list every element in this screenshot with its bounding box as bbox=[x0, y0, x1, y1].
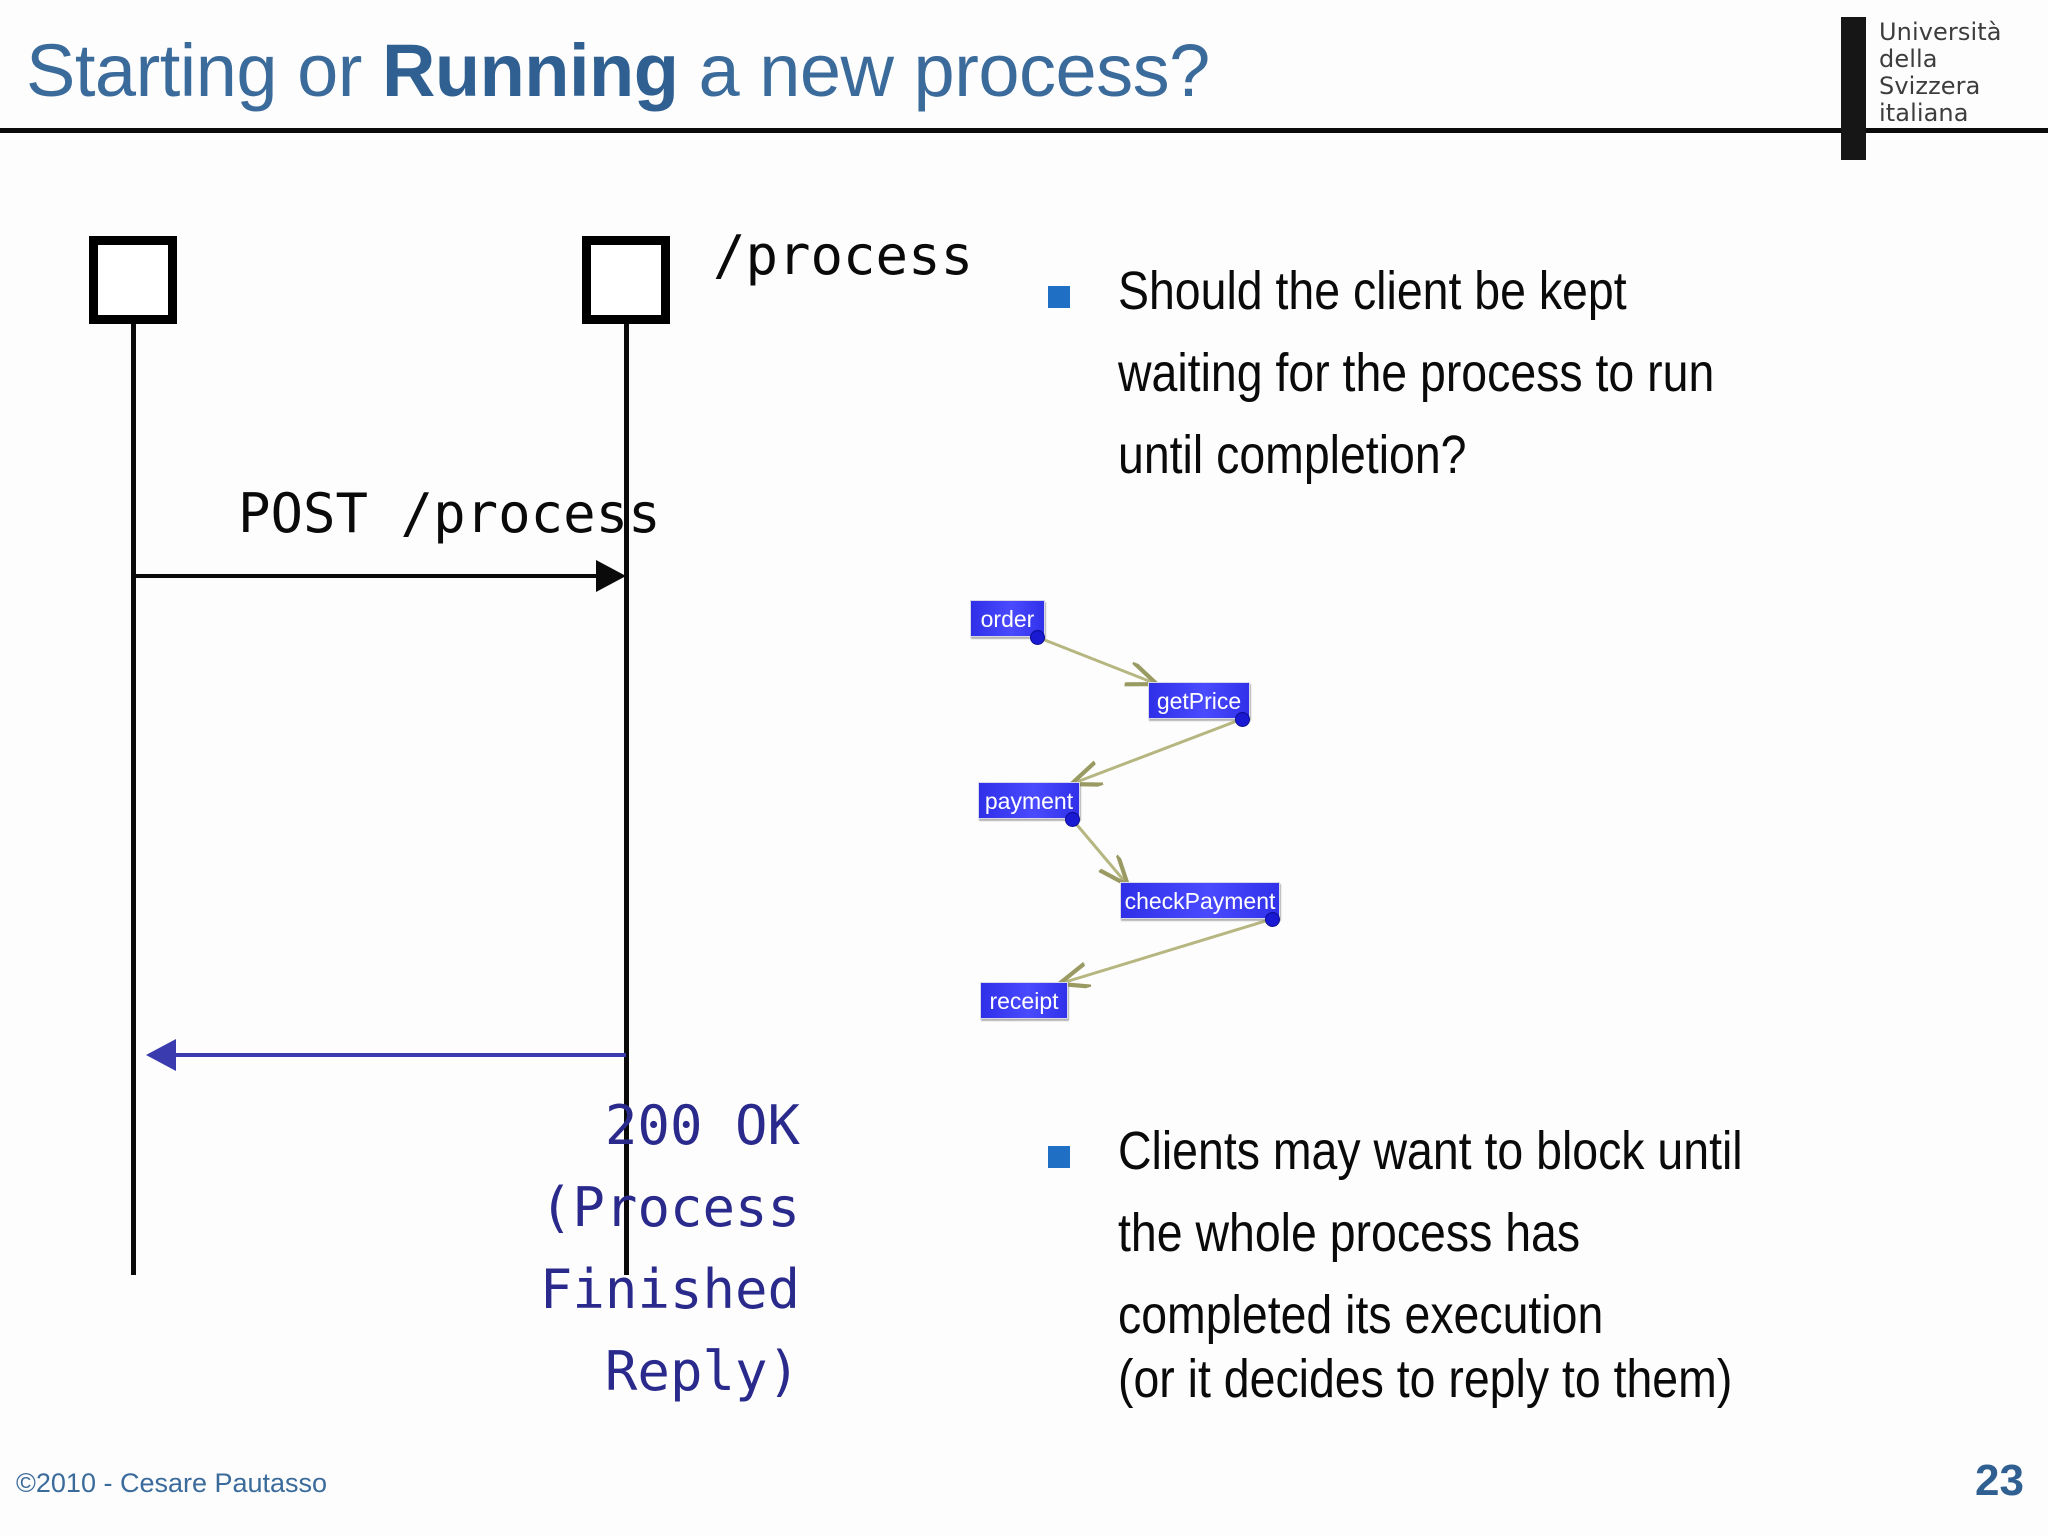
flow-edge-dot-order bbox=[1030, 630, 1045, 645]
logo-line-4: italiana bbox=[1879, 99, 1969, 127]
resource-label: /process bbox=[713, 224, 974, 287]
square-bullet-icon bbox=[1048, 1146, 1070, 1168]
request-label: POST /process bbox=[238, 482, 661, 545]
response-label: 200 OK (Process Finished Reply) bbox=[539, 1094, 800, 1403]
logo-line-3: Svizzera bbox=[1879, 72, 1981, 100]
logo-line-1: Università bbox=[1879, 18, 2002, 46]
flow-node-receipt: receipt bbox=[980, 982, 1068, 1019]
flow-edge-dot-getPrice bbox=[1235, 712, 1250, 727]
flow-edge-checkPayment-to-receipt bbox=[1062, 917, 1273, 983]
title-emphasis: Running bbox=[381, 29, 679, 112]
page-title: Starting or Running a new process? bbox=[26, 28, 1210, 114]
flow-edge-order-to-getPrice bbox=[1036, 635, 1154, 683]
bullet-1-line-1: Should the client be kept bbox=[1118, 261, 1627, 321]
flow-node-checkPayment: checkPayment bbox=[1120, 882, 1280, 919]
server-lifeline bbox=[624, 324, 629, 1275]
footer-page-number: 23 bbox=[1975, 1456, 2024, 1505]
flow-edge-dot-payment bbox=[1065, 812, 1080, 827]
bullet-2-line-3: completed its execution bbox=[1118, 1285, 1604, 1345]
process-flow-edges bbox=[1036, 635, 1273, 1036]
flow-node-payment: payment bbox=[978, 782, 1080, 819]
square-bullet-icon bbox=[1048, 286, 1070, 308]
bullet-1-line-3: until completion? bbox=[1118, 425, 1467, 485]
client-lifeline-box bbox=[89, 236, 177, 324]
response-arrow-head bbox=[146, 1039, 176, 1071]
flow-node-getPrice: getPrice bbox=[1148, 682, 1250, 719]
bullet-2-line-1: Clients may want to block until bbox=[1118, 1121, 1743, 1181]
footer-copyright: ©2010 - Cesare Pautasso bbox=[16, 1468, 328, 1498]
bullet-1-line-2: waiting for the process to run bbox=[1118, 343, 1715, 403]
request-arrow-head bbox=[596, 560, 626, 592]
flow-node-order: order bbox=[970, 600, 1045, 637]
title-suffix: a new process? bbox=[678, 29, 1211, 112]
usi-logo-text: Università della Svizzera italiana bbox=[1879, 19, 2002, 127]
bullet-2-line-4: (or it decides to reply to them) bbox=[1118, 1349, 1733, 1409]
title-prefix: Starting or bbox=[26, 29, 382, 112]
response-arrow-line bbox=[176, 1053, 626, 1057]
server-lifeline-box bbox=[582, 236, 670, 324]
flow-edge-dot-checkPayment bbox=[1265, 912, 1280, 927]
flow-edge-getPrice-to-payment bbox=[1074, 717, 1243, 783]
logo-line-2: della bbox=[1879, 45, 1938, 73]
header-divider bbox=[0, 128, 2048, 133]
flow-edge-payment-to-checkPayment bbox=[1070, 818, 1126, 883]
bullet-2-line-2: the whole process has bbox=[1118, 1203, 1581, 1263]
process-flow-diagram: order getPrice payment checkPayment receipt bbox=[960, 586, 1360, 1036]
usi-logo-bar bbox=[1841, 17, 1866, 160]
client-lifeline bbox=[131, 324, 136, 1275]
request-arrow-line bbox=[131, 574, 611, 578]
